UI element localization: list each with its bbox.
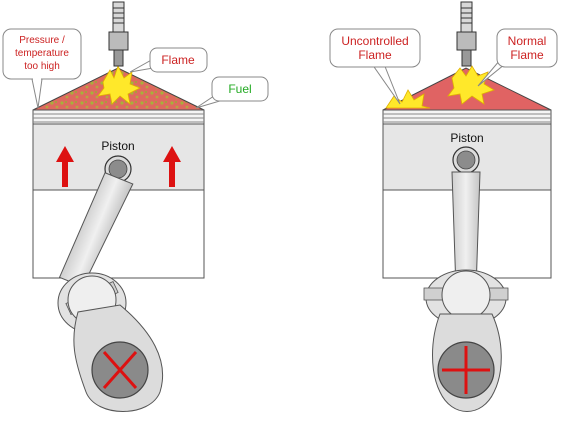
pressure-label-line1: Pressure / <box>19 35 65 46</box>
right-normal-flame <box>447 65 495 105</box>
left-spark-plug <box>108 1 129 67</box>
fuel-label: Fuel <box>228 82 251 96</box>
right-crank-big-end <box>423 269 509 327</box>
left-engine: Piston Pressure / <box>2 1 269 412</box>
uncontrolled-flame-label-line1: Uncontrolled <box>341 34 408 48</box>
pressure-label-line3: too high <box>24 61 60 72</box>
left-piston-label: Piston <box>101 139 134 153</box>
pressure-label-line2: temperature <box>15 48 69 59</box>
left-callout-flame: Flame <box>129 47 208 73</box>
left-callout-fuel: Fuel <box>195 76 269 109</box>
right-piston-label: Piston <box>450 131 483 145</box>
uncontrolled-flame-label-line2: Flame <box>358 48 392 62</box>
normal-flame-label-line1: Normal <box>508 34 547 48</box>
right-spark-plug <box>456 1 477 67</box>
normal-flame-label-line2: Flame <box>510 48 544 62</box>
left-up-arrow-1 <box>56 146 74 187</box>
right-callout-uncontrolled: Uncontrolled Flame <box>329 28 421 105</box>
left-up-arrow-2 <box>163 146 181 187</box>
flame-label: Flame <box>161 53 195 67</box>
left-flame <box>97 64 141 105</box>
right-callout-normal: Normal Flame <box>477 28 558 87</box>
right-engine: Piston Uncontrolled Flame Normal Flame <box>329 1 558 412</box>
left-callout-pressure: Pressure / temperature too high <box>2 28 82 109</box>
